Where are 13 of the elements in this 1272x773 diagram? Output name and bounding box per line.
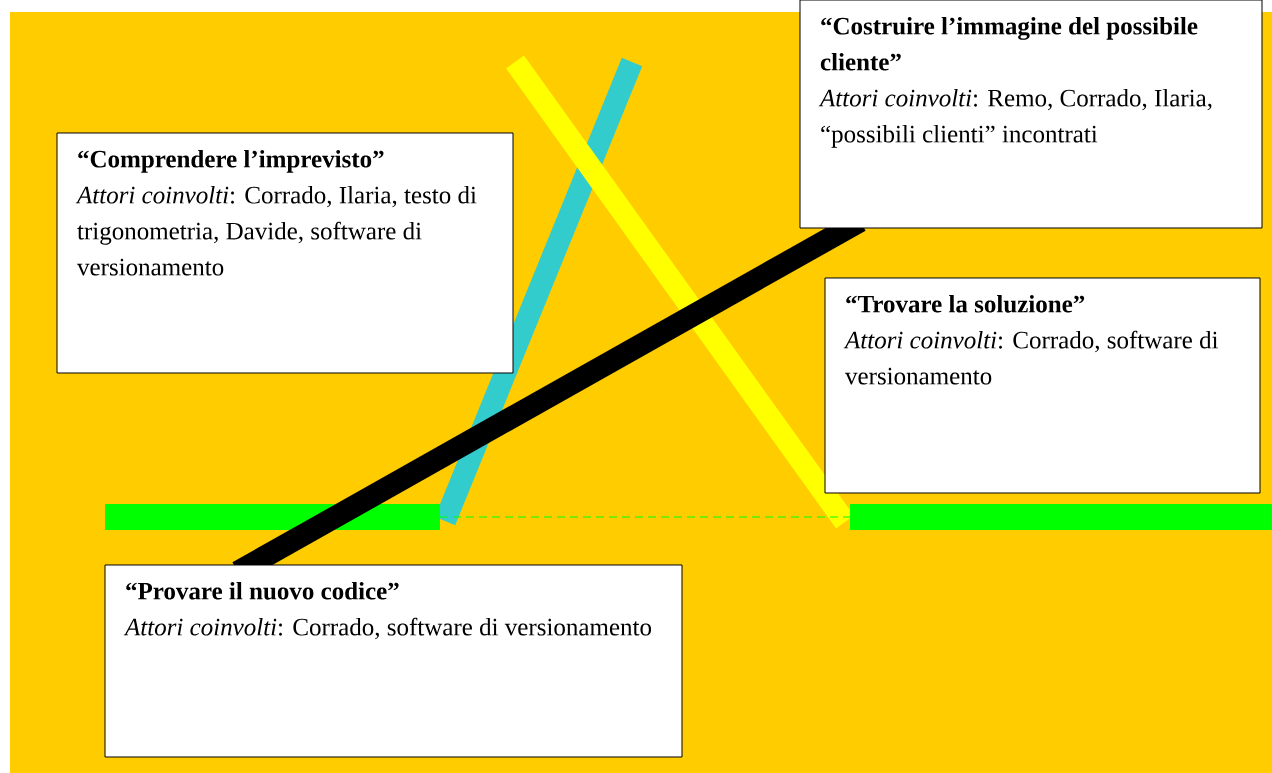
box-text: Attori coinvolti: Corrado, software di versionamento [123, 617, 652, 640]
activity-box [104, 564, 683, 758]
box-title: “Costruire l’immagine del possibile cliente” [820, 17, 1198, 71]
box-text: Attori coinvolti: Corrado, software di versionamento [843, 330, 1219, 385]
activity-box [56, 132, 514, 374]
activity-box [824, 277, 1261, 494]
connector-bar [232, 228, 866, 565]
box-title: “Trovare la soluzione” [846, 295, 1085, 313]
box-text: Attori coinvolti: Remo, Corrado, Ilaria, “possibili clienti” incontrati [818, 89, 1212, 148]
activity-box [799, 0, 1263, 229]
box-title: “Comprendere l’imprevisto” [78, 150, 384, 173]
box-text: Attori coinvolti: Corrado, Ilaria, testo di trigonometria, Davide, software di versionamento [75, 186, 477, 276]
box-title: “Provare il nuovo codice” [126, 582, 399, 600]
